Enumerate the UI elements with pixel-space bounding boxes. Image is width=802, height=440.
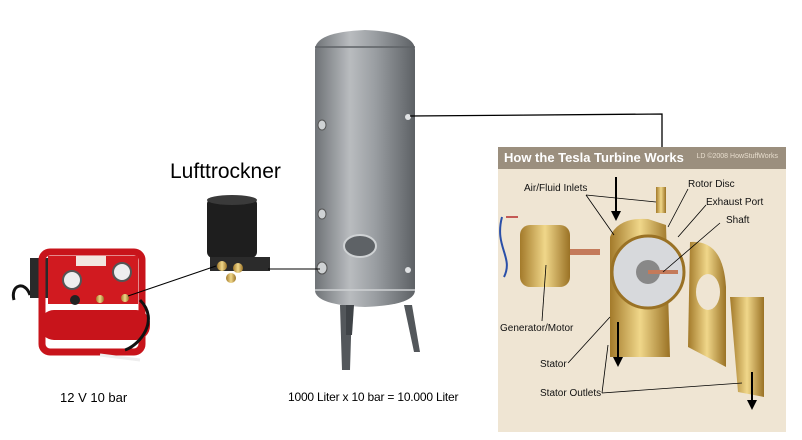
compressor-label: 12 V 10 bar [60, 390, 128, 405]
part-label-outlets: Stator Outlets [540, 388, 602, 399]
part-label-rotor: Rotor Disc [688, 179, 735, 190]
part-label-generator: Generator/Motor [500, 323, 574, 334]
tank-capacity-label: 1000 Liter x 10 bar = 10.000 Liter [288, 390, 459, 404]
panel-credit: LD ©2008 HowStuffWorks [696, 153, 778, 160]
panel-title: How the Tesla Turbine Works [504, 150, 684, 165]
air-dryer-image [207, 195, 270, 283]
tesla-turbine-panel: How the Tesla Turbine Works LD ©2008 How… [498, 147, 786, 432]
part-label-stator: Stator [540, 359, 567, 370]
panel-header: How the Tesla Turbine Works LD ©2008 How… [498, 147, 786, 169]
dryer-label: Lufttrockner [170, 160, 281, 183]
part-label-inlets: Air/Fluid Inlets [524, 183, 588, 194]
compressor-image [11, 248, 150, 362]
pressure-tank-image [315, 30, 420, 370]
part-label-exhaust: Exhaust Port [706, 197, 764, 208]
turbine-illustration [499, 177, 764, 410]
part-label-shaft: Shaft [726, 215, 750, 226]
